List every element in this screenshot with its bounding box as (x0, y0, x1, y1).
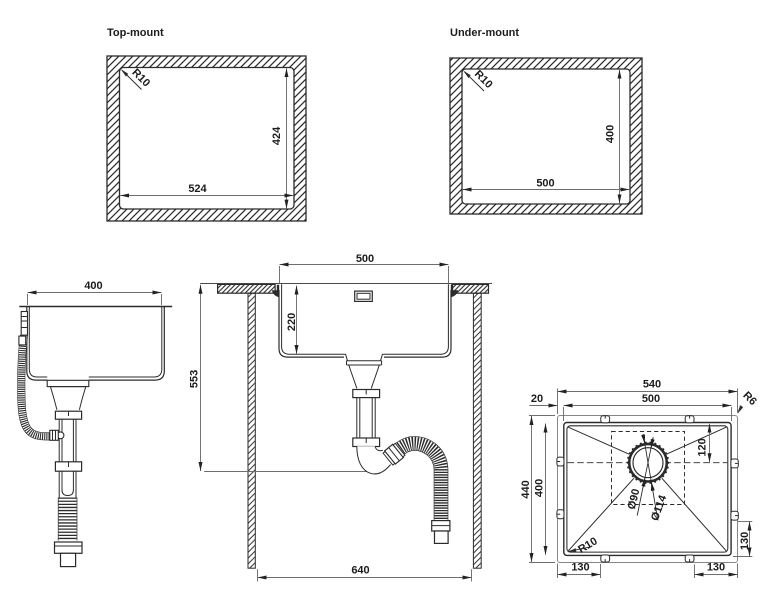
svg-text:220: 220 (286, 313, 298, 331)
svg-text:130: 130 (571, 562, 589, 574)
svg-text:553: 553 (189, 370, 201, 388)
svg-text:Under-mount: Under-mount (450, 27, 519, 39)
svg-text:Ø114: Ø114 (649, 493, 670, 523)
svg-text:400: 400 (534, 479, 546, 497)
svg-text:400: 400 (84, 280, 102, 292)
svg-text:130: 130 (707, 562, 725, 574)
svg-text:Ø90: Ø90 (626, 488, 643, 511)
svg-text:Top-mount: Top-mount (107, 27, 164, 39)
svg-text:400: 400 (605, 125, 617, 143)
svg-text:500: 500 (642, 393, 660, 405)
svg-text:540: 540 (643, 379, 661, 391)
svg-text:500: 500 (356, 253, 374, 265)
svg-text:120: 120 (697, 438, 709, 456)
svg-text:440: 440 (520, 480, 532, 498)
svg-text:424: 424 (271, 126, 283, 145)
svg-text:640: 640 (351, 565, 369, 577)
svg-text:R6: R6 (740, 389, 758, 407)
svg-text:130: 130 (739, 532, 751, 550)
svg-text:20: 20 (531, 393, 543, 405)
svg-text:500: 500 (536, 177, 554, 189)
svg-text:524: 524 (188, 183, 207, 195)
